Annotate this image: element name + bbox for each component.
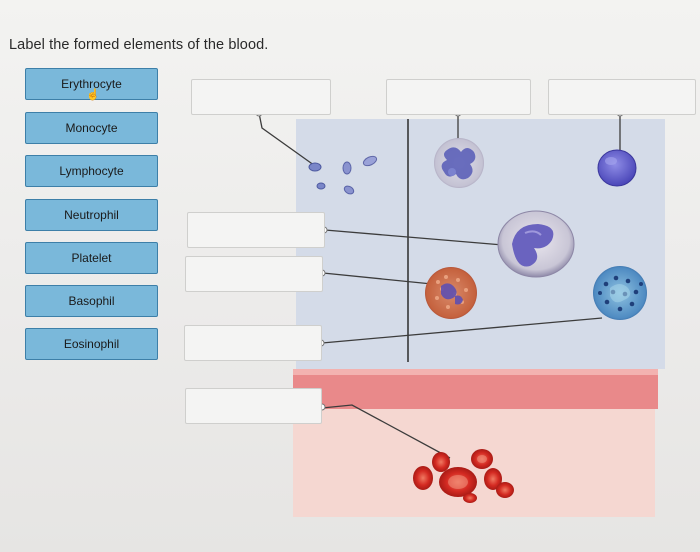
label-chip-lymphocyte[interactable]: Lymphocyte [25,155,158,187]
chip-label: Erythrocyte [61,77,122,91]
chip-label: Monocyte [65,121,118,135]
chip-label: Basophil [68,294,115,308]
chip-label: Lymphocyte [59,164,124,178]
basophil-cell [593,266,647,320]
label-chip-neutrophil[interactable]: Neutrophil [25,199,158,231]
chip-label: Eosinophil [63,337,120,351]
chip-label: Neutrophil [64,208,119,222]
monocyte-cell [497,210,575,278]
vessel-wall [293,369,658,409]
drop-target-7[interactable] [185,388,322,424]
label-chip-monocyte[interactable]: Monocyte [25,112,158,144]
drop-target-3[interactable] [548,79,696,115]
erythrocyte-cluster [413,449,514,503]
drop-target-4[interactable] [187,212,325,248]
drop-target-6[interactable] [184,325,322,361]
neutrophil-cell [434,138,484,188]
label-chip-eosinophil[interactable]: Eosinophil [25,328,158,360]
leader-lines [258,112,621,459]
label-chip-erythrocyte[interactable]: Erythrocyte [25,68,158,100]
platelet-group [308,155,378,195]
lymphocyte-cell [597,149,637,187]
drop-target-2[interactable] [386,79,531,115]
drop-target-5[interactable] [185,256,323,292]
hand-cursor-icon: ☝ [86,89,100,101]
chip-label: Platelet [71,251,112,265]
label-chip-platelet[interactable]: Platelet [25,242,158,274]
drop-target-1[interactable] [191,79,331,115]
label-chip-basophil[interactable]: Basophil [25,285,158,317]
question-prompt: Label the formed elements of the blood. [9,37,269,53]
eosinophil-cell [425,267,477,319]
